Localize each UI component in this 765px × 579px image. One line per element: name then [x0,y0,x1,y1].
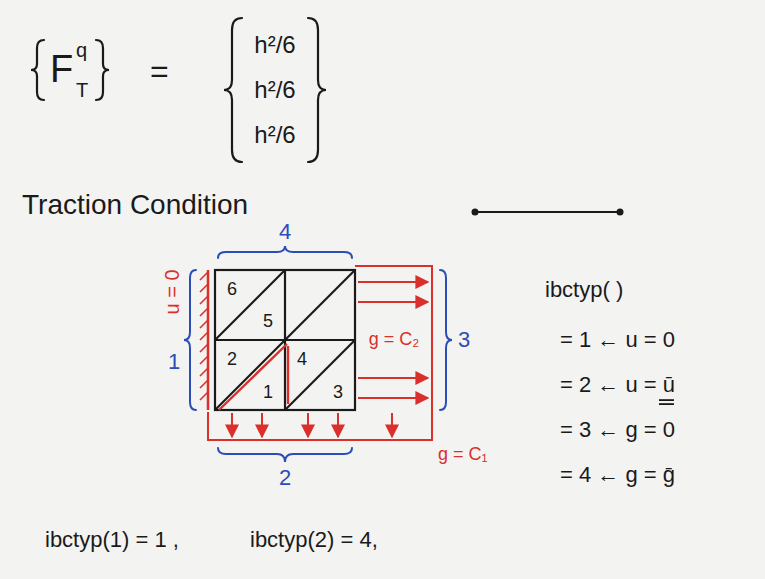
boundary-condition: g = C₁ [438,445,488,465]
line-element [472,209,624,216]
assignment: ibctyp(2) = 4, [250,528,378,552]
mesh-diagonal [285,340,355,410]
hatch [200,296,208,304]
top-brace [218,246,352,258]
right-brace [440,270,452,410]
left-brace [184,270,196,410]
element-number: 5 [263,312,273,332]
traction-arrow [358,397,428,399]
triangle-mesh [215,270,355,410]
highlight-line [219,344,287,410]
hatch [200,392,208,400]
node-dot [472,209,479,216]
boundary-number: 2 [279,466,291,490]
annotation-marks [659,400,674,404]
boundary-number: 3 [458,328,470,352]
traction-arrow [337,413,339,437]
vector-symbol: F [50,49,73,91]
left-brace [31,40,44,100]
code-definition: = 3 ← g = 0 [560,418,675,442]
boundary-number: 1 [168,350,180,374]
element-number: 1 [263,383,273,403]
traction-arrow [358,377,428,379]
traction-arrows [232,282,428,437]
code-definition: = 4 ← g = ḡ [560,463,675,487]
boundary-conditions [200,266,432,440]
double-underline [659,399,674,401]
node-dot [617,209,624,216]
bottom-brace [218,448,352,462]
mesh-outline [215,270,355,410]
superscript: q [76,39,87,61]
traction-arrow [358,301,428,303]
mesh-diagonal [215,340,285,410]
array-name: ibctyp( ) [545,278,623,302]
highlight-line [287,346,289,404]
hatch [200,332,208,340]
boundary-condition: g = C₂ [369,330,420,350]
code-definition: = 2 ← u = ū [560,373,675,397]
double-underline [659,403,674,405]
traction-arrow [261,413,263,437]
traction-arrow [307,413,309,437]
traction-arrow [391,413,393,437]
hatch [200,380,208,388]
element-number: 2 [227,350,237,370]
highlighted-edges [219,344,288,410]
vector-entry: h²/6 [254,77,295,103]
hatch [200,308,208,316]
right-brace [308,18,326,162]
fixed-edge [207,270,210,410]
equals-sign: = [150,54,169,89]
right-brace [96,40,109,100]
element-number: 6 [227,280,237,300]
segment [475,211,620,213]
hatch [200,272,208,280]
assignment: ibctyp(1) = 1 , [45,528,179,552]
traction-arrow [231,413,233,437]
code-definition: = 1 ← u = 0 [560,328,675,352]
hatching [200,272,208,400]
mesh-diagonal [285,270,355,340]
left-brace [224,18,242,162]
traction-region [208,266,432,440]
mesh-diagonal [215,270,285,340]
vector-braces [31,18,326,162]
boundary-braces [184,246,452,462]
hatch [200,284,208,292]
section-heading: Traction Condition [22,190,248,221]
vector-entry: h²/6 [254,32,295,58]
boundary-condition: u = 0 [161,269,183,314]
vector-entry: h²/6 [254,122,295,148]
hatch [200,356,208,364]
subscript: T [76,79,88,101]
hatch [200,320,208,328]
traction-arrow [358,281,428,283]
hatch [200,344,208,352]
element-number: 3 [333,383,343,403]
element-number: 4 [297,350,307,370]
boundary-number: 4 [279,220,291,244]
hatch [200,368,208,376]
